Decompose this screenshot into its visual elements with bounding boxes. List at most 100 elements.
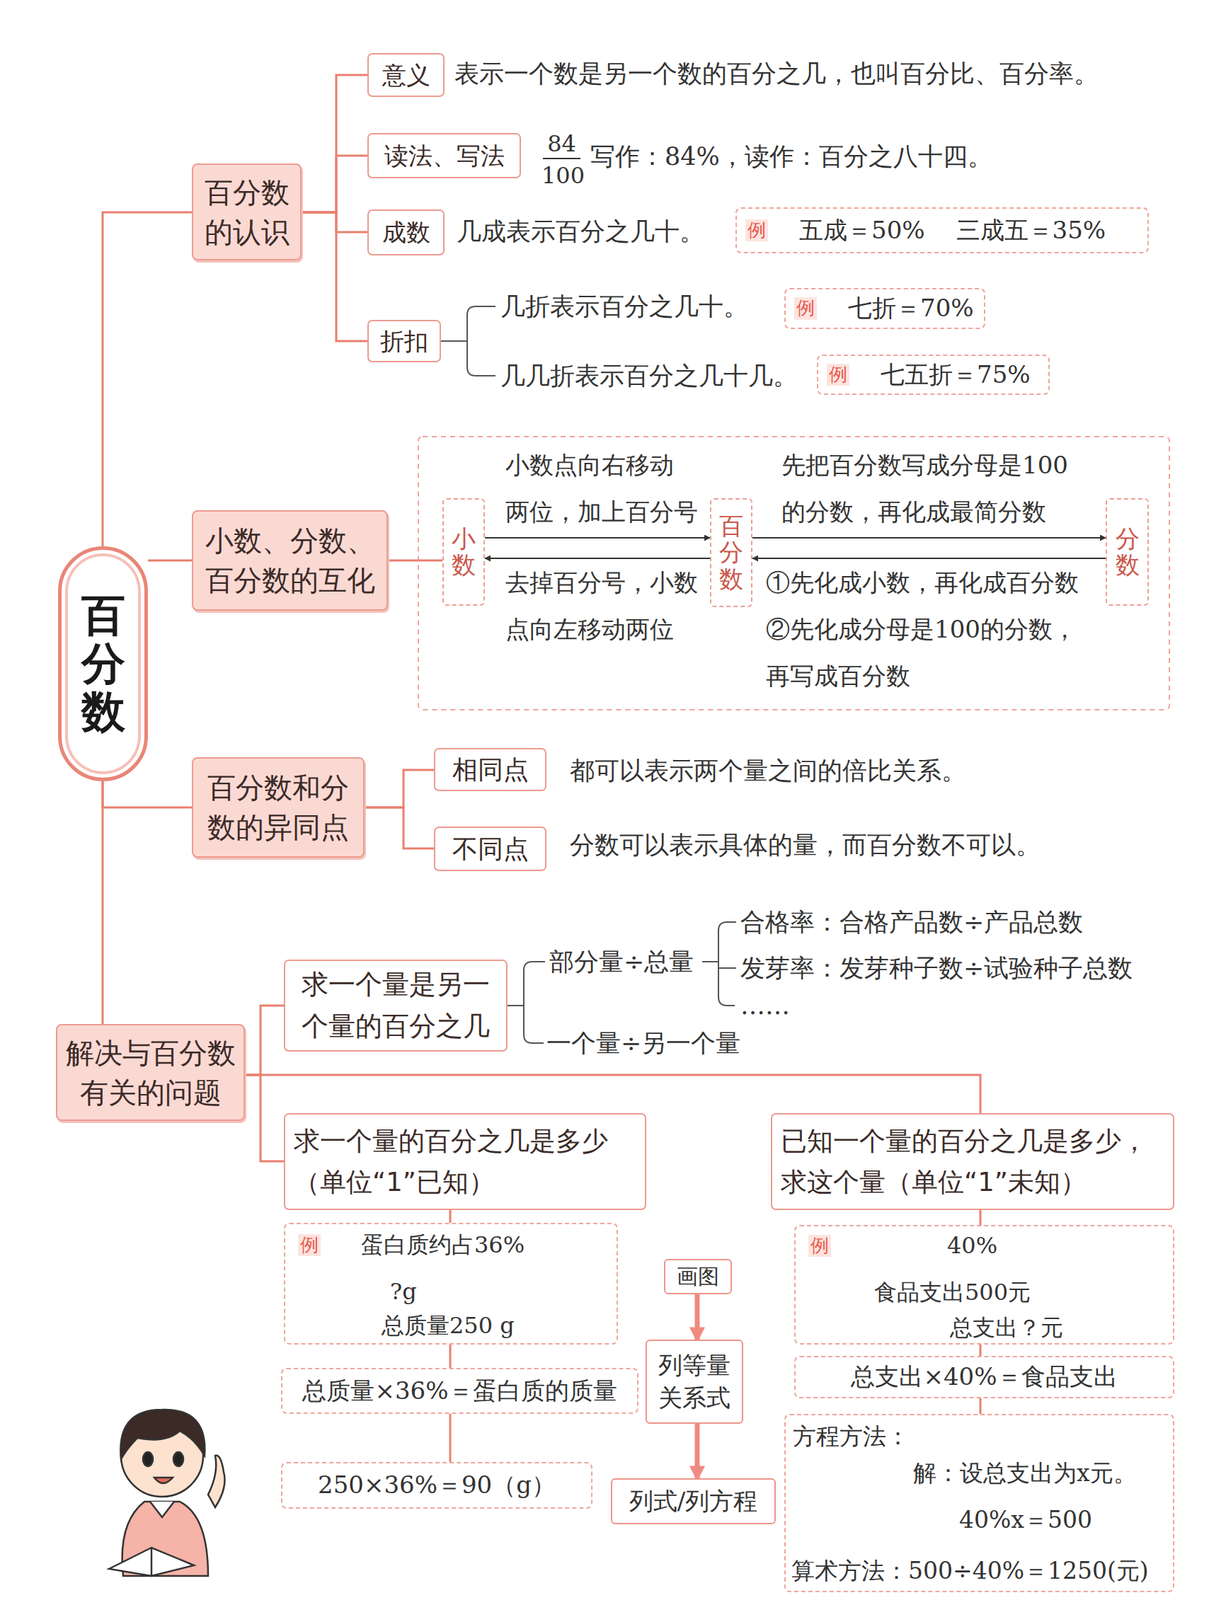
step-arrow xyxy=(695,1424,701,1479)
tree-line xyxy=(301,212,368,233)
tree-line xyxy=(364,807,434,849)
example-tag: 例 xyxy=(794,297,817,320)
conversion-arrow xyxy=(752,537,1106,539)
step-box: 列式/列方程 xyxy=(610,1478,776,1525)
example-tag: 例 xyxy=(808,1235,832,1258)
node-text: 分数 xyxy=(1115,525,1140,580)
ex-box: 总支出×40%＝食品支出 xyxy=(794,1356,1175,1399)
note-text: …… xyxy=(740,990,790,1021)
tree-line xyxy=(244,1075,981,1114)
node-text: 百分数和分 数的异同点 xyxy=(200,768,357,848)
node-text: 五成＝50% xyxy=(799,214,926,248)
step-arrow xyxy=(695,1294,701,1340)
edge-label: 小数点向右移动 两位，加上百分号 xyxy=(505,441,708,536)
node-text: 40%x＝500 xyxy=(959,1506,1093,1535)
edge-label: ①先化成小数，再化成百分数 ②先化成分母是100的分数， 再写成百分数 xyxy=(765,559,1089,700)
sub-box: 意义 xyxy=(367,53,445,97)
sub-box: 已知一个量的百分之几是多少， 求这个量（单位“1”未知） xyxy=(770,1113,1175,1211)
node-text: 算术方法：500÷40%＝1250(元) xyxy=(791,1557,1149,1586)
main-box: 小数、分数、 百分数的互化 xyxy=(191,510,388,611)
ex-box: 例 七五折＝75% xyxy=(816,354,1050,395)
kid-hair xyxy=(120,1410,205,1460)
kid-hand xyxy=(208,1456,226,1508)
node-text: 求一个量的百分之几是多少 （单位“1”已知） xyxy=(293,1121,637,1203)
kid-illustration xyxy=(109,1410,226,1577)
tree-line xyxy=(387,559,443,563)
node-text: 画图 xyxy=(676,1262,720,1292)
node-text: 七五折＝75% xyxy=(880,358,1031,392)
node-text: 成数 xyxy=(382,213,431,252)
tree-line xyxy=(301,155,368,213)
conversion-arrow xyxy=(752,557,1106,560)
node-text: 总支出×40%＝食品支出 xyxy=(850,1361,1117,1394)
kid-eye xyxy=(142,1452,153,1467)
node-text: 解决与百分数 有关的问题 xyxy=(64,1033,237,1113)
sub-box: 读法、写法 xyxy=(367,133,521,179)
tree-line xyxy=(244,1075,284,1162)
node-text: 求一个量是另一 个量的百分之几 xyxy=(293,964,498,1048)
node-text: 250×36%＝90（g） xyxy=(317,1469,556,1503)
node-text: 食品支出500元 xyxy=(874,1279,1031,1306)
tree-line xyxy=(449,1344,452,1369)
node-text: 小数、分数、 百分数的互化 xyxy=(200,520,380,601)
tree-line xyxy=(449,1414,452,1463)
node-text: 小数 xyxy=(451,525,476,580)
node-text: 百分数 xyxy=(81,591,126,737)
tree-line xyxy=(147,559,192,563)
node-text: 读法、写法 xyxy=(384,137,505,175)
tree-line xyxy=(979,1344,982,1357)
note-text: 一个量÷另一个量 xyxy=(546,1028,741,1059)
kid-collar xyxy=(150,1502,175,1518)
node-text: 已知一个量的百分之几是多少， 求这个量（单位“1”未知） xyxy=(780,1121,1165,1203)
region-outline xyxy=(418,436,1170,710)
edge-label: 去掉百分号，小数 点向左移动两位 xyxy=(505,559,708,653)
edge-label: 先把百分数写成分母是100 的分数，再化成最简分数 xyxy=(781,441,1076,536)
note-text: 几几折表示百分之几十几。 xyxy=(500,361,798,391)
tree-line xyxy=(301,212,368,342)
node-text: 总支出？元 xyxy=(949,1314,1064,1342)
main-box: 百分数 的认识 xyxy=(191,163,302,261)
node-text: 蛋白质约占36% xyxy=(361,1231,525,1259)
kid-book-spine xyxy=(150,1548,153,1577)
vert-box: 百分数 xyxy=(709,498,753,608)
step-box: 画图 xyxy=(663,1259,732,1295)
tree-line xyxy=(102,781,192,808)
node-text: 列等量 关系式 xyxy=(652,1349,737,1415)
main-box: 解决与百分数 有关的问题 xyxy=(55,1024,245,1122)
note-text: 写作：84%，读作：百分之八十四。 xyxy=(590,141,993,172)
bracket xyxy=(440,306,496,376)
tree-line xyxy=(102,212,192,547)
node-text: 方程方法： xyxy=(792,1422,910,1452)
conversion-arrow xyxy=(484,537,710,539)
note-text: 84 xyxy=(541,130,582,158)
note-text: 几折表示百分之几十。 xyxy=(500,291,749,322)
example-tag: 例 xyxy=(745,219,769,242)
fraction-bar xyxy=(542,157,581,160)
kid-mouth xyxy=(154,1477,173,1484)
vert-box: 分数 xyxy=(1105,498,1149,606)
ex-box: 总质量×36%＝蛋白质的质量 xyxy=(281,1368,639,1415)
node-text: 总质量×36%＝蛋白质的质量 xyxy=(302,1375,617,1408)
sub-box: 成数 xyxy=(367,209,445,256)
note-text: 部分量÷总量 xyxy=(549,947,694,977)
bracket xyxy=(507,961,546,1044)
example-tag: 例 xyxy=(826,363,850,386)
node-text: 40% xyxy=(947,1232,998,1260)
ex-box: 方程方法：解：设总支出为x元。 40%x＝500 算术方法：500÷40%＝1250… xyxy=(784,1414,1175,1593)
kid-eye xyxy=(173,1452,184,1467)
tree-line xyxy=(244,1005,284,1076)
node-text: 解：设总支出为x元。 xyxy=(913,1459,1137,1488)
node-text: 百分数 xyxy=(719,513,744,593)
root-box: 百分数 xyxy=(58,546,148,782)
tree-line xyxy=(301,75,368,213)
note-text: 几成表示百分之几十。 xyxy=(456,216,705,247)
ex-box: 例蛋白质约占36%?g总质量250 g xyxy=(283,1223,618,1345)
example-tag: 例 xyxy=(298,1234,321,1257)
sub-box: 不同点 xyxy=(433,826,547,872)
tree-line xyxy=(101,781,105,1025)
note-text: 合格率：合格产品数÷产品总数 xyxy=(740,907,1084,938)
ex-box: 例七折＝70% xyxy=(784,288,986,330)
ex-box: 例五成＝50%三成五＝35% xyxy=(735,207,1149,254)
bracket xyxy=(702,922,737,1006)
kid-book xyxy=(109,1548,194,1577)
